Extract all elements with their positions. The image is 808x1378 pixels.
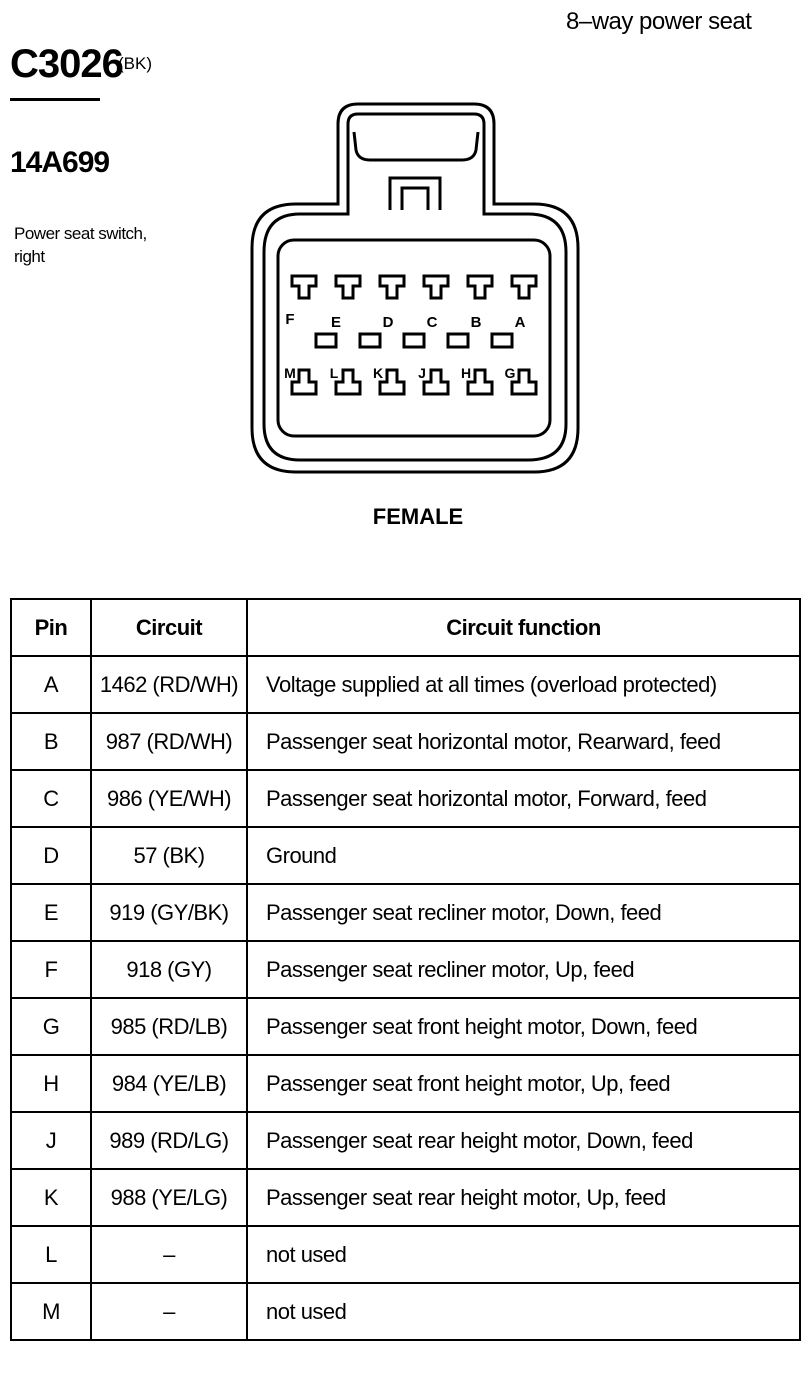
terminal-cavity-top — [510, 274, 538, 300]
terminal-cavity-bottom — [334, 368, 362, 396]
pin-label: M — [284, 365, 296, 381]
connector-gender-label: FEMALE — [372, 504, 464, 529]
circuit-cell: 987 (RD/WH) — [90, 712, 248, 771]
pin-label: F — [285, 311, 294, 328]
pin-cell: K — [10, 1168, 92, 1227]
circuit-cell: 986 (YE/WH) — [90, 769, 248, 828]
circuit-cell: 57 (BK) — [90, 826, 248, 885]
pin-cavities: F E D C B A M L K J H G — [284, 274, 538, 396]
circuit-cell: – — [90, 1282, 248, 1341]
connector-id: C3026 — [10, 42, 124, 86]
pin-cell: F — [10, 940, 92, 999]
pin-label: E — [331, 314, 341, 331]
pinout-table-header-row: Pin Circuit Circuit function — [10, 598, 801, 657]
connector-subtitle: 8–way power seat — [566, 8, 752, 35]
pin-label: J — [418, 365, 426, 381]
circuit-function-cell: Passenger seat rear height motor, Up, fe… — [246, 1168, 801, 1227]
circuit-cell: 1462 (RD/WH) — [90, 655, 248, 714]
terminal-cavity-bottom — [422, 368, 450, 396]
connector-housing — [250, 102, 580, 474]
circuit-function-cell: Passenger seat front height motor, Down,… — [246, 997, 801, 1056]
pin-label: B — [471, 314, 482, 331]
circuit-function-cell: not used — [246, 1282, 801, 1341]
circuit-cell: 918 (GY) — [90, 940, 248, 999]
pin-cell: M — [10, 1282, 92, 1341]
separator-slot — [446, 332, 470, 349]
terminal-cavity-bottom — [290, 368, 318, 396]
pin-cell: B — [10, 712, 92, 771]
part-number: 14A699 — [10, 146, 110, 179]
terminal-cavity-top — [422, 274, 450, 300]
terminal-cavity-top — [378, 274, 406, 300]
pin-label: A — [515, 314, 526, 331]
separator-slot — [490, 332, 514, 349]
pin-label: K — [373, 365, 383, 381]
separator-slot — [402, 332, 426, 349]
separator-slot — [358, 332, 382, 349]
circuit-function-cell: Ground — [246, 826, 801, 885]
column-header-pin: Pin — [10, 598, 92, 657]
pin-cell: A — [10, 655, 92, 714]
connector-face-diagram: F E D C B A M L K J H G — [250, 102, 580, 474]
terminal-cavity-bottom — [378, 368, 406, 396]
pin-cell: E — [10, 883, 92, 942]
pin-label: C — [427, 314, 438, 331]
terminal-cavity-bottom — [510, 368, 538, 396]
pin-cell: D — [10, 826, 92, 885]
connector-color-code: (BK) — [118, 54, 152, 73]
circuit-cell: 989 (RD/LG) — [90, 1111, 248, 1170]
circuit-function-cell: Passenger seat horizontal motor, Rearwar… — [246, 712, 801, 771]
terminal-cavity-top — [466, 274, 494, 300]
circuit-function-cell: Passenger seat recliner motor, Up, feed — [246, 940, 801, 999]
connector-description: Power seat switch, right — [14, 224, 147, 266]
circuit-function-cell: Passenger seat front height motor, Up, f… — [246, 1054, 801, 1113]
circuit-cell: 988 (YE/LG) — [90, 1168, 248, 1227]
column-header-circuit: Circuit — [90, 598, 248, 657]
circuit-cell: 985 (RD/LB) — [90, 997, 248, 1056]
table-row: L–not used — [10, 1225, 801, 1284]
terminal-cavity-top — [334, 274, 362, 300]
pin-label: H — [461, 365, 471, 381]
circuit-cell: 984 (YE/LB) — [90, 1054, 248, 1113]
connector-id-underline — [10, 98, 100, 101]
pin-label: D — [383, 314, 394, 331]
circuit-cell: 919 (GY/BK) — [90, 883, 248, 942]
circuit-function-cell: Passenger seat rear height motor, Down, … — [246, 1111, 801, 1170]
pin-cell: L — [10, 1225, 92, 1284]
pin-cell: J — [10, 1111, 92, 1170]
circuit-function-cell: Voltage supplied at all times (overload … — [246, 655, 801, 714]
circuit-cell: – — [90, 1225, 248, 1284]
pin-label: G — [505, 365, 516, 381]
terminal-cavity-top — [290, 274, 318, 300]
terminal-cavity-bottom — [466, 368, 494, 396]
table-row: M–not used — [10, 1282, 801, 1341]
circuit-function-cell: not used — [246, 1225, 801, 1284]
pin-cell: C — [10, 769, 92, 828]
pin-label: L — [330, 365, 339, 381]
pin-cell: H — [10, 1054, 92, 1113]
column-header-circuit-function: Circuit function — [246, 598, 801, 657]
circuit-function-cell: Passenger seat recliner motor, Down, fee… — [246, 883, 801, 942]
circuit-function-cell: Passenger seat horizontal motor, Forward… — [246, 769, 801, 828]
pin-cell: G — [10, 997, 92, 1056]
separator-slot — [314, 332, 338, 349]
